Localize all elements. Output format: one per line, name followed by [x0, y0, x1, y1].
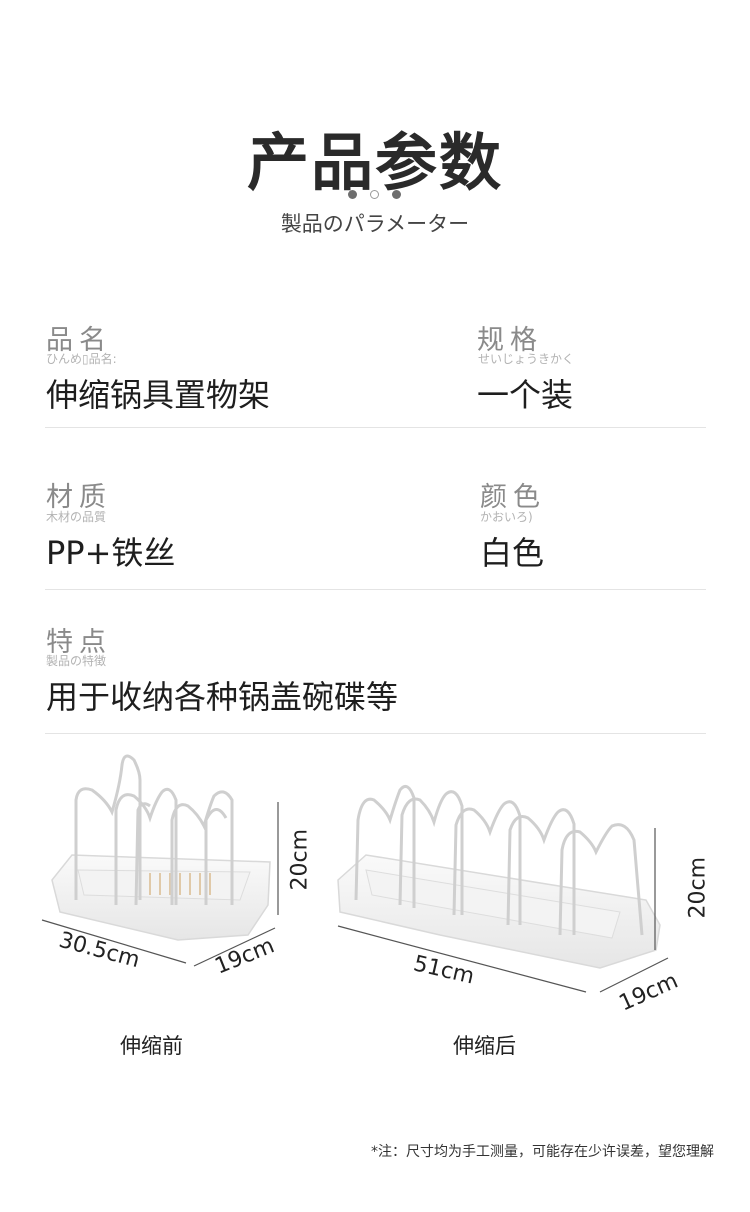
spec-value-spec: 一个装 — [477, 376, 574, 414]
spec-label-spec: 规格 — [477, 325, 543, 356]
spec-label-material: 材质 — [46, 482, 112, 513]
height-label-after: 20cm — [685, 856, 711, 919]
spec-label-feature: 特点 — [46, 627, 112, 658]
divider — [45, 589, 706, 590]
dot-indicator — [392, 190, 401, 199]
spec-label-color: 颜色 — [480, 482, 546, 513]
page-subtitle: 製品のパラメーター — [280, 212, 470, 236]
page-title: 产品参数 — [246, 126, 503, 199]
spec-value-material: PP+铁丝 — [46, 534, 176, 572]
rack-before-image — [51, 754, 271, 941]
spec-ruby-spec: せいじょうきかく — [478, 352, 575, 366]
spec-value-name: 伸缩锅具置物架 — [46, 376, 271, 414]
spec-ruby-color: かおいろ) — [480, 510, 533, 524]
spec-ruby-material: 木材の品質 — [46, 510, 107, 524]
dot-indicator — [370, 190, 379, 199]
spec-ruby-feature: 製品の特徴 — [46, 654, 107, 668]
spec-ruby-name: ひんめ▯品名: — [46, 352, 117, 366]
rack-after-image — [337, 784, 661, 969]
dot-indicator — [348, 190, 357, 199]
caption-after: 伸缩后 — [453, 1034, 516, 1058]
divider — [45, 733, 706, 734]
spec-value-feature: 用于收纳各种锅盖碗碟等 — [46, 678, 399, 716]
caption-before: 伸缩前 — [120, 1034, 183, 1058]
height-label-before: 20cm — [287, 828, 313, 891]
spec-label-name: 品名 — [46, 325, 112, 356]
divider — [45, 427, 706, 428]
spec-value-color: 白色 — [480, 534, 545, 572]
footnote: *注：尺寸均为手工测量，可能存在少许误差，望您理解 — [371, 1144, 714, 1160]
